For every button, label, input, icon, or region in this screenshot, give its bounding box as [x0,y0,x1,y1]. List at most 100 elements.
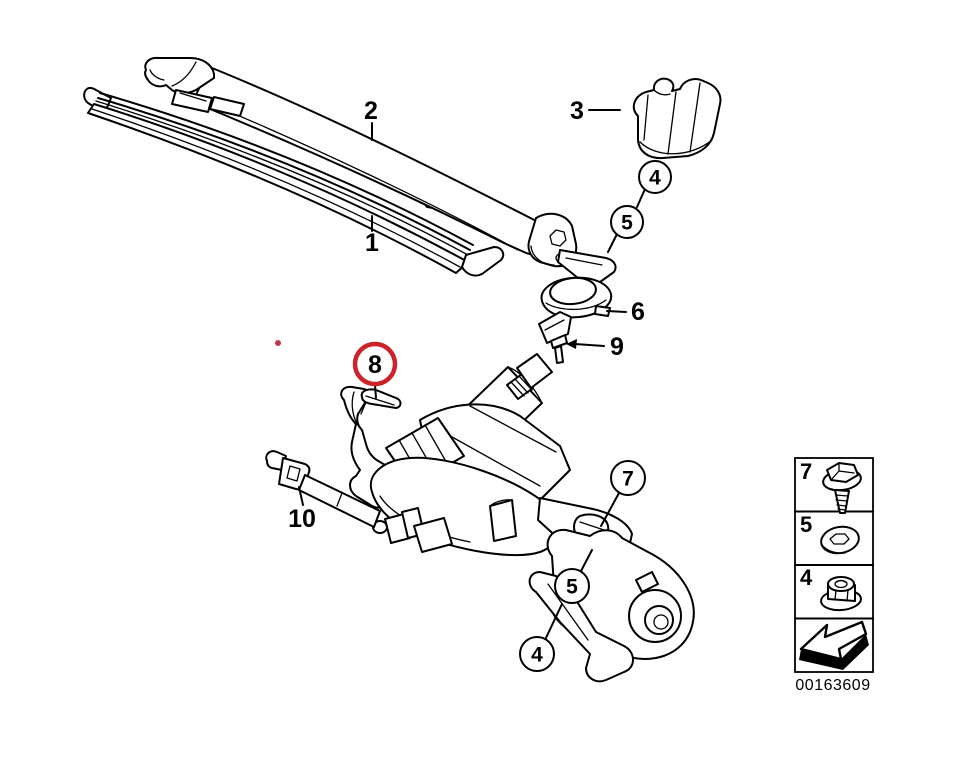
legend-row-dividers [794,510,874,620]
pin-stem [554,345,564,364]
callout-9-pin[interactable]: 9 [610,333,624,361]
callout-5-upper-num: 5 [621,212,633,235]
callout-5-lower-circle [554,568,590,604]
bottom-foot [528,571,634,683]
leader-4b [544,603,563,641]
cap-bottom-edge [639,139,713,155]
cap-outline [632,77,722,160]
motor-can-tab [635,571,659,593]
blade-rubber-line-3 [95,100,469,256]
red-dot-marker [275,340,281,346]
rod-segment-line [336,492,343,507]
rod-block-slot [286,465,301,482]
callout-8-highlighted[interactable]: 8 [352,341,398,387]
arm-inner-line [201,99,519,251]
blade-rubber-line-2 [97,97,471,251]
arm-clip-2 [209,96,245,117]
callout-3-cap[interactable]: 3 [570,97,584,125]
flange-screw-threads [835,494,849,511]
arm-pivot-hex-hole [549,229,567,247]
callout-1-blade[interactable]: 1 [365,229,379,257]
mount-pad-line [579,521,605,531]
legend-row-nut: 4 [800,565,862,612]
legend-row-washer: 5 [800,512,860,555]
callout-7-circle [610,460,646,496]
legend-nut-num: 4 [800,565,813,590]
leader-lines [298,109,646,641]
link-rod-drawing [265,450,381,528]
flange-screw-head-facets [830,462,855,481]
callout-4-lower-num: 4 [531,644,543,667]
housing-upper-lines [435,405,557,487]
leader-10 [298,486,304,506]
callout-7-mount[interactable]: 7 [610,460,646,496]
leader-5b [580,549,593,572]
motor-cone-inner [653,614,669,630]
callout-5-lower-num: 5 [566,576,578,599]
flange-nut-facets [834,589,849,602]
gasket-tab [594,305,611,317]
image-number: 00163609 [795,677,870,694]
legend-screw-num: 7 [800,459,812,484]
legend-row-arrow [799,620,869,670]
leader-9 [574,343,605,347]
callout-8-red-circle [352,341,398,387]
callout-2-arm[interactable]: 2 [364,97,378,125]
cap-claw-inner [653,89,671,96]
wiper-arm-drawing [143,56,617,286]
gasket-ridge [545,299,607,311]
pin-collar [550,334,568,349]
leader-4a-5a [607,188,646,253]
leader-9-arrowhead [566,339,577,349]
cap-facet-lines [643,82,701,155]
blade-body [87,103,469,274]
callout-5-upper[interactable]: 5 [610,205,644,239]
legend-row-screw: 7 [800,459,862,514]
blade-rubber-line-1 [99,92,474,246]
callout-6-gasket[interactable]: 6 [631,298,645,326]
wiper-blade-drawing [83,86,505,277]
arm-hook-inner [149,61,197,87]
flange-nut-thread [836,579,846,583]
bracket-8-pad-line [365,395,395,406]
lower-block [413,517,453,553]
callout-4-upper-num: 4 [649,167,661,190]
bracket-8-inner [351,391,367,429]
gasket-dome [549,276,597,306]
callout-10-rod[interactable]: 10 [288,505,316,533]
leader-7 [600,492,620,527]
leader-6 [606,310,627,313]
cap-drawing [632,77,722,160]
washer-thickness [821,544,846,554]
hardware-legend: 7 5 4 [794,457,874,673]
callout-4-lower-circle [519,636,555,672]
arm-pivot-shade [530,245,555,266]
callout-7-num: 7 [622,468,634,491]
crank-stud [489,499,517,542]
shaft-upper-piece [516,353,553,389]
blade-right-end [461,246,505,277]
callout-4-upper[interactable]: 4 [638,160,672,194]
callout-8-num: 8 [368,351,382,379]
crank-stud-cap [489,499,513,507]
gasket-drawing [540,276,613,319]
motor-cone-outer [628,589,682,643]
callout-5-upper-circle [610,205,644,239]
washer-hole [829,533,850,545]
direction-arrow-base [799,634,869,670]
pin-drawing [538,311,572,364]
blade-inner-line [91,108,461,268]
direction-arrow-icon [799,620,868,661]
callout-4-lower[interactable]: 4 [519,636,555,672]
legend-washer-num: 5 [800,512,812,537]
motor-assembly-drawing [340,353,695,683]
arm-clip-1 [171,89,213,113]
callout-4-upper-circle [638,160,672,194]
flange-nut-top [827,576,855,592]
callout-5-lower[interactable]: 5 [554,568,590,604]
motor-cone-mid [644,605,674,635]
leader-8 [374,384,377,399]
arm-foot-line [565,257,603,266]
